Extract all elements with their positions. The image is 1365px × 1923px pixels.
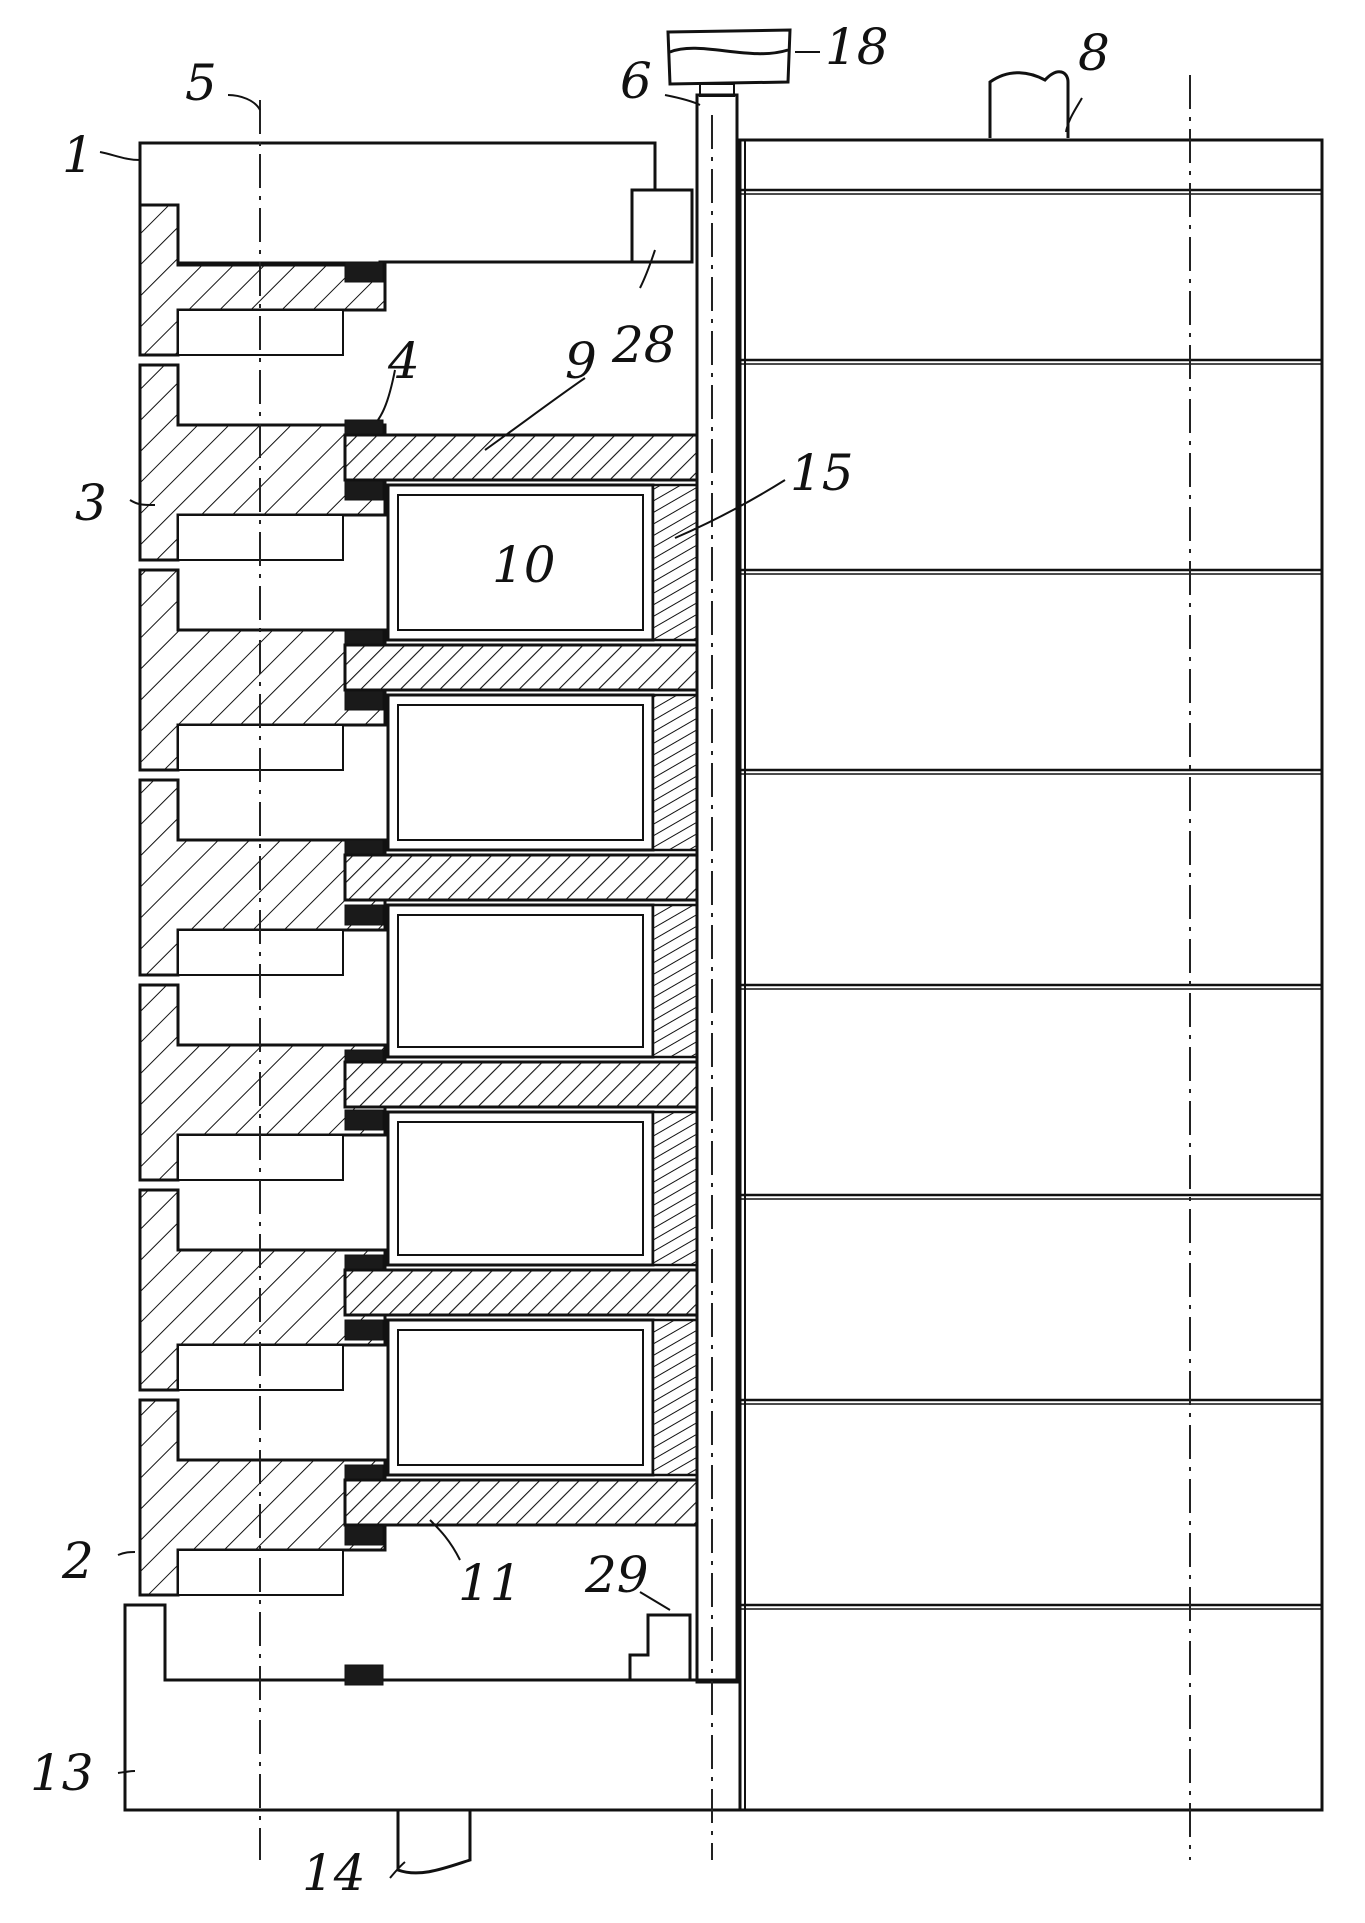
disc — [343, 433, 699, 482]
inner-hatched-block — [651, 1110, 699, 1267]
bottom-pipe — [396, 1810, 472, 1875]
stepped-block — [628, 1613, 692, 1680]
label-28: 28 — [611, 316, 676, 374]
label-4: 4 — [387, 332, 420, 390]
inner-hatched-block — [651, 693, 699, 852]
left-ring — [138, 778, 387, 977]
left-ring — [138, 1398, 387, 1597]
top-pipe — [988, 70, 1070, 138]
chamber-inner — [397, 914, 644, 1048]
label-8: 8 — [1078, 24, 1110, 82]
top-cover — [138, 141, 657, 265]
label-3: 3 — [75, 474, 107, 532]
label-29: 29 — [584, 1546, 649, 1604]
chamber-inner — [397, 704, 644, 841]
disc-stack — [343, 433, 699, 1527]
seal — [344, 1319, 384, 1341]
seal — [344, 689, 384, 711]
chamber-inner — [397, 494, 644, 631]
label-9: 9 — [565, 332, 597, 390]
seal — [344, 261, 384, 283]
chamber-inner — [397, 1121, 644, 1256]
right-side-bands — [738, 138, 1324, 1812]
seal — [344, 904, 384, 926]
right-outline — [738, 138, 1324, 1812]
handle-block — [666, 28, 792, 86]
label-5: 5 — [185, 54, 217, 112]
disc — [343, 643, 699, 692]
inner-hatched-block — [651, 903, 699, 1059]
label-6: 6 — [620, 52, 652, 110]
central-rod — [695, 93, 739, 1684]
label-14: 14 — [302, 1844, 366, 1902]
left-ring — [138, 203, 387, 357]
seal — [344, 479, 384, 501]
labels: 1 5 6 18 8 28 4 9 15 3 10 11 29 2 13 14 — [30, 18, 1110, 1902]
label-11: 11 — [458, 1554, 522, 1612]
left-ring — [138, 568, 387, 772]
disc — [343, 1060, 699, 1109]
seal — [344, 1664, 384, 1686]
label-10: 10 — [492, 536, 556, 594]
disc — [343, 1268, 699, 1317]
seal — [344, 1109, 384, 1131]
label-1: 1 — [62, 126, 94, 184]
inner-hatched-block — [651, 1318, 699, 1477]
leader-lines — [99, 51, 1083, 1879]
left-ring — [138, 983, 387, 1182]
label-18: 18 — [825, 18, 889, 76]
label-15: 15 — [790, 444, 854, 502]
left-rings — [138, 203, 387, 1686]
label-13: 13 — [30, 1744, 94, 1802]
bottom-base — [123, 1603, 742, 1812]
disc — [343, 1478, 699, 1527]
top-cover-recess — [630, 188, 694, 264]
seal — [344, 1524, 384, 1546]
left-ring — [138, 363, 387, 562]
chamber-inner — [397, 1329, 644, 1466]
disc — [343, 853, 699, 902]
inner-hatched-block — [651, 483, 699, 642]
label-2: 2 — [61, 1532, 94, 1590]
left-ring — [138, 1188, 387, 1392]
